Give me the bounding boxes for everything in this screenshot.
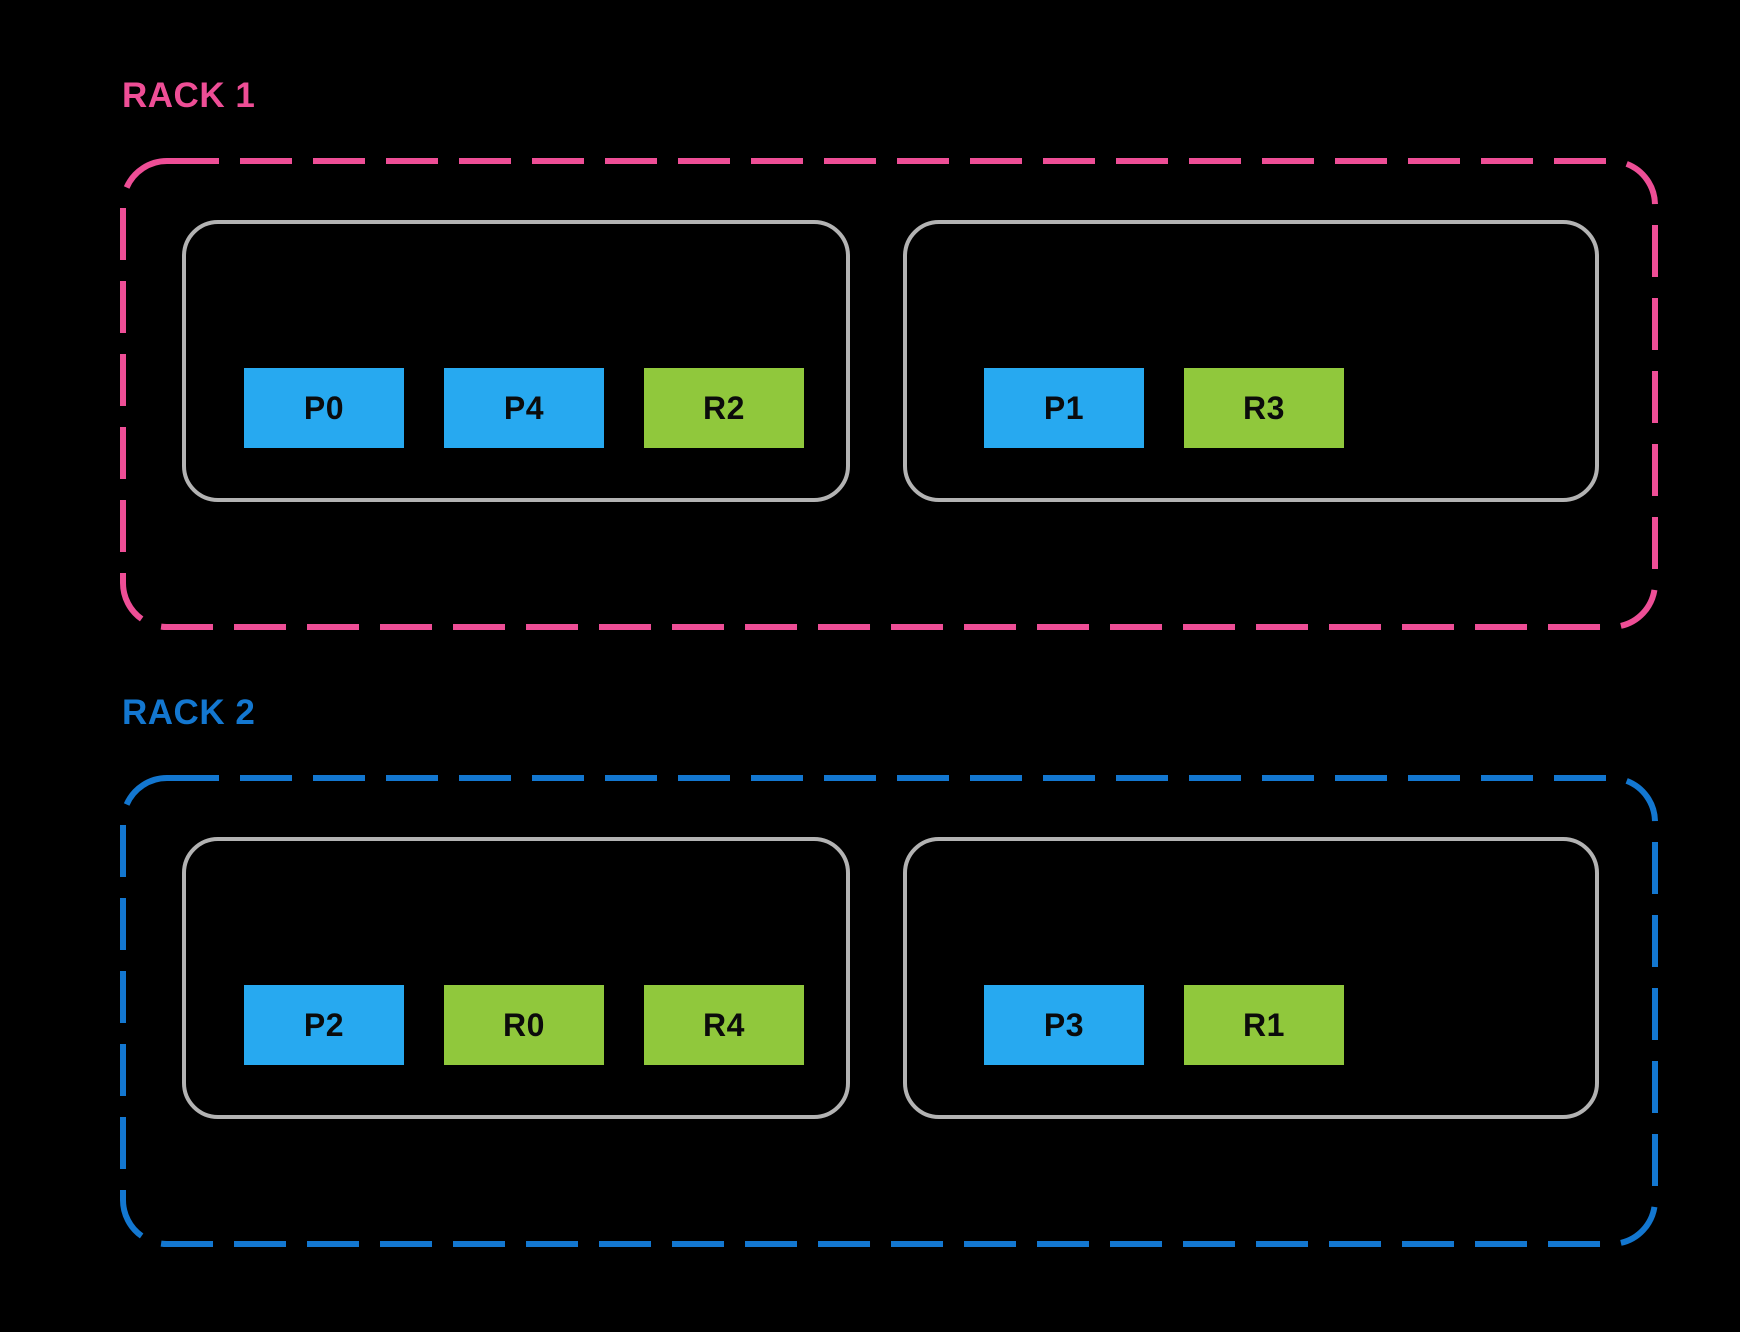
rack-1-node-2: P1 R3 [903, 220, 1599, 502]
rack-2-node-1: P2 R0 R4 [182, 837, 850, 1119]
shard-box-r2: R2 [644, 368, 804, 448]
shard-box-r0: R0 [444, 985, 604, 1065]
rack-1-nodes: P0 P4 R2 P1 R3 [182, 220, 1599, 502]
rack-2-nodes: P2 R0 R4 P3 R1 [182, 837, 1599, 1119]
rack-2-node-2: P3 R1 [903, 837, 1599, 1119]
rack-2-node-2-shards: P3 R1 [984, 985, 1344, 1065]
shard-box-p1: P1 [984, 368, 1144, 448]
shard-box-p0: P0 [244, 368, 404, 448]
shard-box-p4: P4 [444, 368, 604, 448]
shard-box-r3: R3 [1184, 368, 1344, 448]
rack-2-node-1-shards: P2 R0 R4 [244, 985, 804, 1065]
shard-box-p3: P3 [984, 985, 1144, 1065]
rack-1-dashed-border [120, 158, 1658, 630]
rack-1: RACK 1 P0 P4 R2 P1 R3 [120, 78, 1658, 630]
rack-2: RACK 2 P2 R0 R4 P3 R1 [120, 695, 1658, 1247]
rack-1-node-2-shards: P1 R3 [984, 368, 1344, 448]
rack-2-dashed-border [120, 775, 1658, 1247]
rack-2-title: RACK 2 [122, 693, 256, 732]
shard-box-r4: R4 [644, 985, 804, 1065]
rack-1-node-1: P0 P4 R2 [182, 220, 850, 502]
rack-1-title: RACK 1 [122, 76, 256, 115]
shard-box-p2: P2 [244, 985, 404, 1065]
shard-box-r1: R1 [1184, 985, 1344, 1065]
rack-1-node-1-shards: P0 P4 R2 [244, 368, 804, 448]
